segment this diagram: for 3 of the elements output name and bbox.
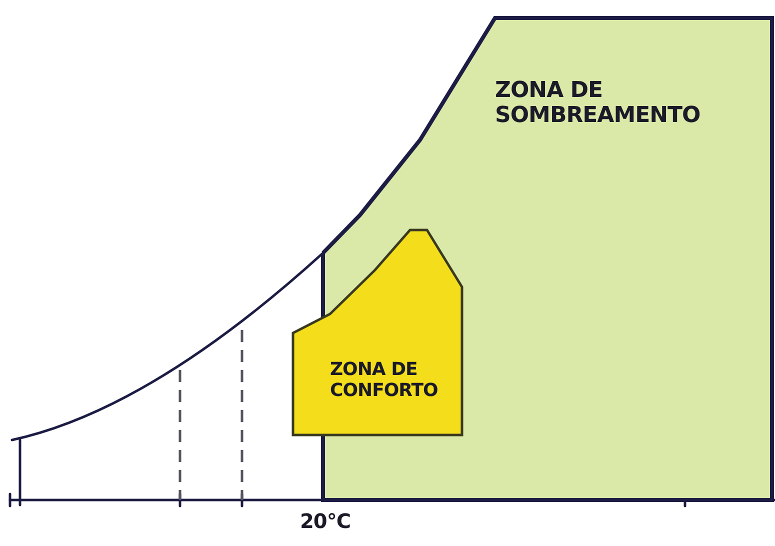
axis-tick-label: 20°C: [300, 510, 351, 533]
comfort-zone-label: ZONA DE CONFORTO: [330, 360, 439, 402]
shading-zone-label: ZONA DE SOMBREAMENTO: [495, 78, 702, 129]
